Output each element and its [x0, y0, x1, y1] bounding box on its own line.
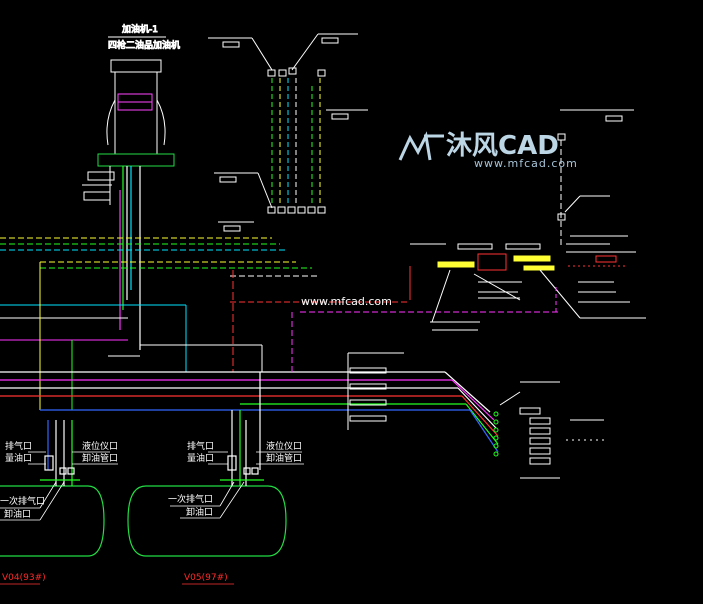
horizontal-manifold	[0, 237, 320, 277]
mfcad-watermark: 沐风CAD www.mfcad.com	[398, 131, 578, 170]
watermark-domain: www.mfcad.com	[474, 157, 578, 170]
left-tank-fill-label: 卸油口	[4, 508, 31, 520]
watermark-center-url: www.mfcad.com	[301, 295, 392, 308]
right-tank-oneway-vent-label: 一次排气口	[168, 493, 213, 505]
dispenser-risers	[119, 166, 141, 350]
left-tank-level-label: 液位仪口	[82, 440, 118, 452]
upper-valve-cluster	[208, 33, 368, 120]
dispenser-title: 加油机-1	[122, 23, 158, 35]
left-tank-measure-label: 量油口	[5, 452, 32, 464]
horizontal-solid-pipes	[0, 262, 263, 410]
tank-right	[127, 372, 304, 585]
right-tank-measure-label: 量油口	[187, 452, 214, 464]
dispenser-subtitle: 四枪二油品加油机	[108, 39, 180, 51]
watermark-brand: 沐风CAD	[446, 131, 559, 161]
right-tank-id-label: V05(97#)	[184, 573, 228, 583]
right-tank-level-label: 液位仪口	[266, 440, 302, 452]
main-bus-lines	[0, 371, 470, 411]
right-tank-fill-label: 卸油口	[186, 506, 213, 518]
bus-descent-right	[444, 371, 499, 453]
mid-valve-row	[214, 172, 326, 232]
fuel-dispenser: 加油机-1 四枪二油品加油机	[82, 23, 181, 205]
right-tank-vent-label: 排气口	[187, 440, 214, 452]
left-tank-vent-label: 排气口	[5, 440, 32, 452]
upper-right-equipment	[409, 109, 646, 331]
upper-vertical-pipes	[271, 78, 321, 205]
left-tank-unload-label: 卸油管口	[82, 452, 118, 464]
right-valve-stack	[493, 381, 606, 479]
left-tank-oneway-vent-label: 一次排气口	[0, 495, 45, 507]
tank-left	[0, 420, 118, 585]
mfcad-logo-icon	[398, 131, 444, 161]
left-tank-id-label: V04(93#)	[2, 573, 46, 583]
center-label-leaders	[108, 301, 560, 430]
right-tank-unload-label: 卸油管口	[266, 452, 302, 464]
